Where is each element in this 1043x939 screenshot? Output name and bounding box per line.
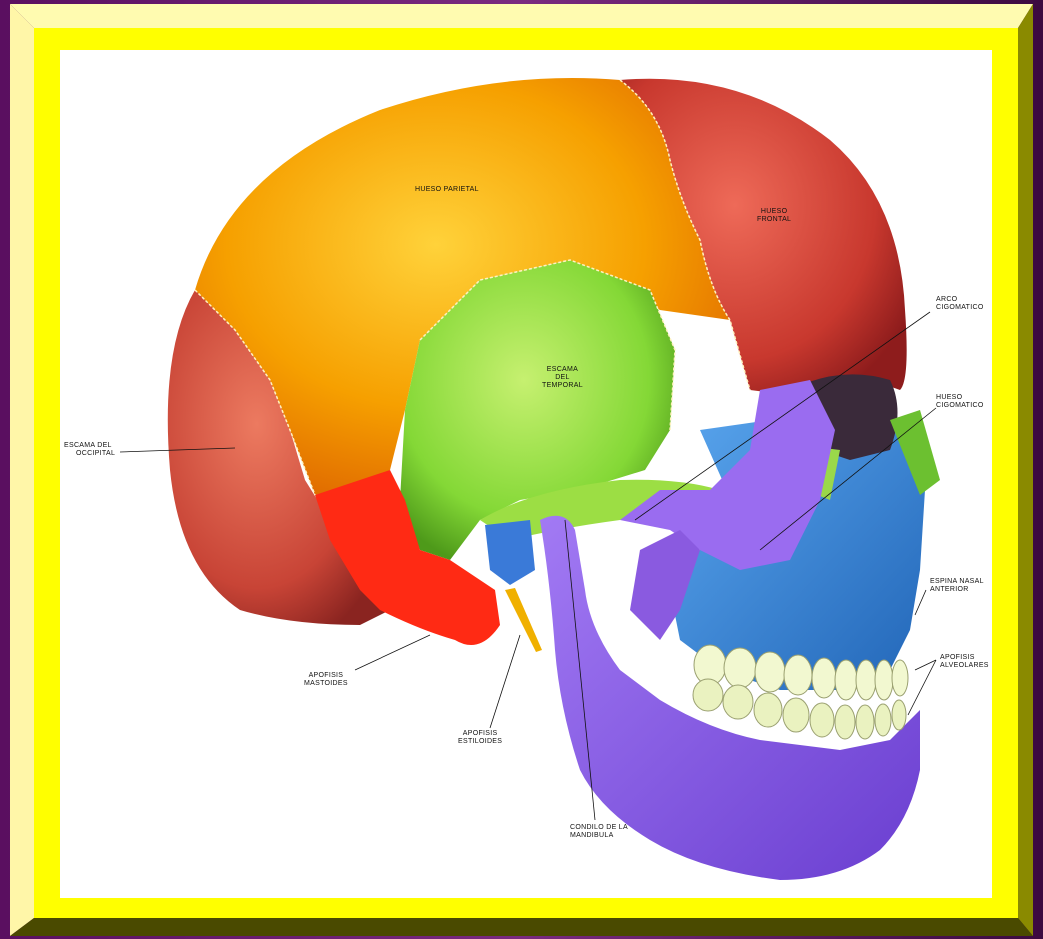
- label-temporal-line3: TEMPORAL: [542, 382, 583, 390]
- label-zygomatic-arch-line1: ARCO: [936, 296, 984, 304]
- leader-nasal-spine: [915, 590, 926, 615]
- bevel-right: [1018, 4, 1033, 936]
- label-temporal: ESCAMA DEL TEMPORAL: [542, 366, 583, 390]
- label-zygomatic-arch: ARCO CIGOMATICO: [936, 296, 984, 312]
- leader-alveolar-a: [915, 660, 936, 670]
- label-alveolar: APOFISIS ALVEOLARES: [940, 654, 989, 670]
- label-nasal-spine: ESPINA NASAL ANTERIOR: [930, 578, 984, 594]
- label-occipital: ESCAMA DEL OCCIPITAL: [64, 442, 115, 458]
- label-mastoid-line2: MASTOIDES: [304, 680, 348, 688]
- bevel-left: [10, 4, 34, 936]
- label-frontal-line1: HUESO: [757, 208, 791, 216]
- label-condyle-line1: CONDILO DE LA: [570, 824, 628, 832]
- styloid-process: [505, 588, 542, 652]
- diagram-canvas: HUESO PARIETAL HUESO FRONTAL ESCAMA DEL …: [60, 50, 992, 898]
- label-temporal-line2: DEL: [542, 374, 583, 382]
- label-temporal-line1: ESCAMA: [542, 366, 583, 374]
- leader-mastoid: [355, 635, 430, 670]
- label-zygomatic-bone-line2: CIGOMATICO: [936, 402, 984, 410]
- bevel-top: [10, 4, 1033, 28]
- label-parietal: HUESO PARIETAL: [415, 186, 479, 194]
- label-zygomatic-arch-line2: CIGOMATICO: [936, 304, 984, 312]
- skull-illustration: [60, 50, 992, 898]
- bevel-bottom: [10, 918, 1033, 936]
- label-styloid-line1: APOFISIS: [458, 730, 502, 738]
- label-condyle: CONDILO DE LA MANDIBULA: [570, 824, 628, 840]
- label-condyle-line2: MANDIBULA: [570, 832, 628, 840]
- leader-alveolar-b: [908, 660, 936, 715]
- label-alveolar-line1: APOFISIS: [940, 654, 989, 662]
- label-styloid-line2: ESTILOIDES: [458, 738, 502, 746]
- label-frontal: HUESO FRONTAL: [757, 208, 791, 224]
- label-alveolar-line2: ALVEOLARES: [940, 662, 989, 670]
- label-mastoid: APOFISIS MASTOIDES: [304, 672, 348, 688]
- label-nasal-spine-line2: ANTERIOR: [930, 586, 984, 594]
- label-mastoid-line1: APOFISIS: [304, 672, 348, 680]
- label-occipital-line2: OCCIPITAL: [64, 450, 115, 458]
- label-styloid: APOFISIS ESTILOIDES: [458, 730, 502, 746]
- label-nasal-spine-line1: ESPINA NASAL: [930, 578, 984, 586]
- label-zygomatic-bone: HUESO CIGOMATICO: [936, 394, 984, 410]
- label-occipital-line1: ESCAMA DEL: [64, 442, 115, 450]
- label-zygomatic-bone-line1: HUESO: [936, 394, 984, 402]
- label-frontal-line2: FRONTAL: [757, 216, 791, 224]
- leader-styloid: [490, 635, 520, 728]
- tympanic-part: [485, 520, 535, 585]
